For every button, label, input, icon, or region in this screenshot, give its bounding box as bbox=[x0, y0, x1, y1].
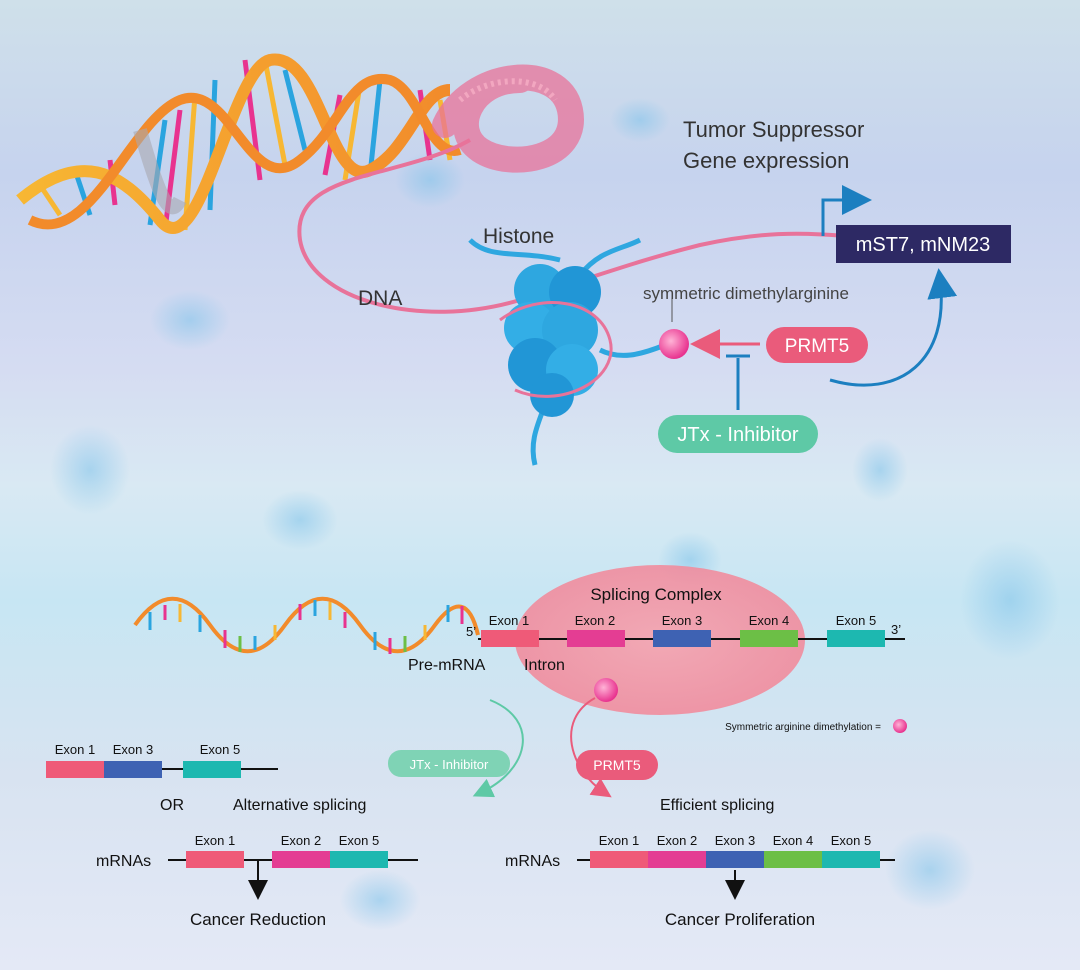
pre-mrna-exon-4-label: Exon 4 bbox=[749, 613, 789, 628]
legend-label: Symmetric arginine dimethylation = bbox=[725, 722, 881, 733]
left-mrna-exon-1-label: Exon 1 bbox=[195, 833, 235, 848]
gene-box-label: mST7, mNM23 bbox=[856, 234, 990, 256]
right-mrna-exon-3-label: Exon 3 bbox=[715, 833, 755, 848]
histone-illustration bbox=[468, 237, 666, 466]
transcription-start-arrow bbox=[821, 185, 872, 236]
inhibitor-curve-arrow bbox=[472, 699, 524, 798]
pre-mrna-exon-3-label: Exon 3 bbox=[662, 613, 702, 628]
sdma-dot-icon bbox=[659, 329, 689, 359]
left-mrna-exon-2 bbox=[272, 851, 330, 868]
splicing-complex-label: Splicing Complex bbox=[590, 585, 722, 604]
variant-exon-5-label: Exon 5 bbox=[200, 742, 240, 757]
variant-exon-5 bbox=[183, 761, 241, 778]
left-mrna-exon-5 bbox=[330, 851, 388, 868]
intron-label: Intron bbox=[524, 657, 565, 674]
gene-box bbox=[836, 225, 1011, 263]
pre-mrna-exon-3 bbox=[653, 630, 711, 647]
left-mrna-exon-2-label: Exon 2 bbox=[281, 833, 321, 848]
pre-mrna-exon-1 bbox=[481, 630, 539, 647]
alt-splicing-label: Alternative splicing bbox=[233, 797, 366, 814]
efficient-splicing-label: Efficient splicing bbox=[660, 797, 774, 814]
legend-dot-icon bbox=[893, 719, 907, 733]
pre-mrna-wave bbox=[133, 596, 480, 654]
variant-exon-3-label: Exon 3 bbox=[113, 742, 153, 757]
or-label: OR bbox=[160, 797, 184, 814]
variant-exon-1-label: Exon 1 bbox=[55, 742, 95, 757]
lower-inhibitor-label: JTx - Inhibitor bbox=[410, 757, 489, 772]
dna-strand bbox=[297, 138, 846, 314]
dna-label: DNA bbox=[358, 287, 402, 310]
pre-mrna-exon-1-label: Exon 1 bbox=[489, 613, 529, 628]
inhibitor-label: JTx - Inhibitor bbox=[677, 424, 798, 446]
lower-inhibitor-pill bbox=[388, 750, 510, 777]
expression-arrow bbox=[829, 268, 958, 387]
right-mrna-exon-5-label: Exon 5 bbox=[831, 833, 871, 848]
right-mrna-exon-1 bbox=[590, 851, 648, 868]
pre-mrna-exon-2 bbox=[567, 630, 625, 647]
left-mrna-exon-5-label: Exon 5 bbox=[339, 833, 379, 848]
right-mrna-exon-4 bbox=[764, 851, 822, 868]
pre-mrna-exon-5-label: Exon 5 bbox=[836, 613, 876, 628]
pre-mrna-exon-4 bbox=[740, 630, 798, 647]
complex-dot-icon bbox=[594, 678, 618, 702]
cancer-proliferation-label: Cancer Proliferation bbox=[665, 910, 815, 929]
left-mrnas-label: mRNAs bbox=[96, 853, 151, 870]
lower-prmt5-label: PRMT5 bbox=[593, 757, 641, 773]
prmt5-label: PRMT5 bbox=[785, 336, 849, 357]
right-mrna-exon-5 bbox=[822, 851, 880, 868]
five-prime-label: 5’ bbox=[466, 624, 476, 639]
three-prime-label: 3’ bbox=[891, 622, 901, 637]
variant-exon-1 bbox=[46, 761, 104, 778]
dna-helix-illustration bbox=[16, 53, 584, 234]
prmt5-pill bbox=[766, 327, 868, 363]
lower-prmt5-pill bbox=[576, 750, 658, 780]
prmt5-curve-arrow bbox=[570, 697, 612, 798]
right-mrna-exon-2 bbox=[648, 851, 706, 868]
histone-label: Histone bbox=[483, 225, 554, 248]
title-line-1: Tumor Suppressor bbox=[683, 117, 864, 142]
pre-mrna-label: Pre-mRNA bbox=[408, 657, 486, 674]
inhibitor-pill bbox=[658, 415, 818, 453]
pre-mrna-exon-5 bbox=[827, 630, 885, 647]
right-mrna-exon-4-label: Exon 4 bbox=[773, 833, 813, 848]
right-mrna-exon-1-label: Exon 1 bbox=[599, 833, 639, 848]
background-blobs bbox=[50, 98, 1060, 930]
right-mrnas-label: mRNAs bbox=[505, 853, 560, 870]
right-mrna-exon-2-label: Exon 2 bbox=[657, 833, 697, 848]
pre-mrna-exon-2-label: Exon 2 bbox=[575, 613, 615, 628]
left-mrna-exon-1 bbox=[186, 851, 244, 868]
variant-exon-3 bbox=[104, 761, 162, 778]
right-mrna-exon-3 bbox=[706, 851, 764, 868]
title-line-2: Gene expression bbox=[683, 148, 849, 173]
cancer-reduction-label: Cancer Reduction bbox=[190, 910, 326, 929]
sdma-label: symmetric dimethylarginine bbox=[643, 284, 849, 303]
